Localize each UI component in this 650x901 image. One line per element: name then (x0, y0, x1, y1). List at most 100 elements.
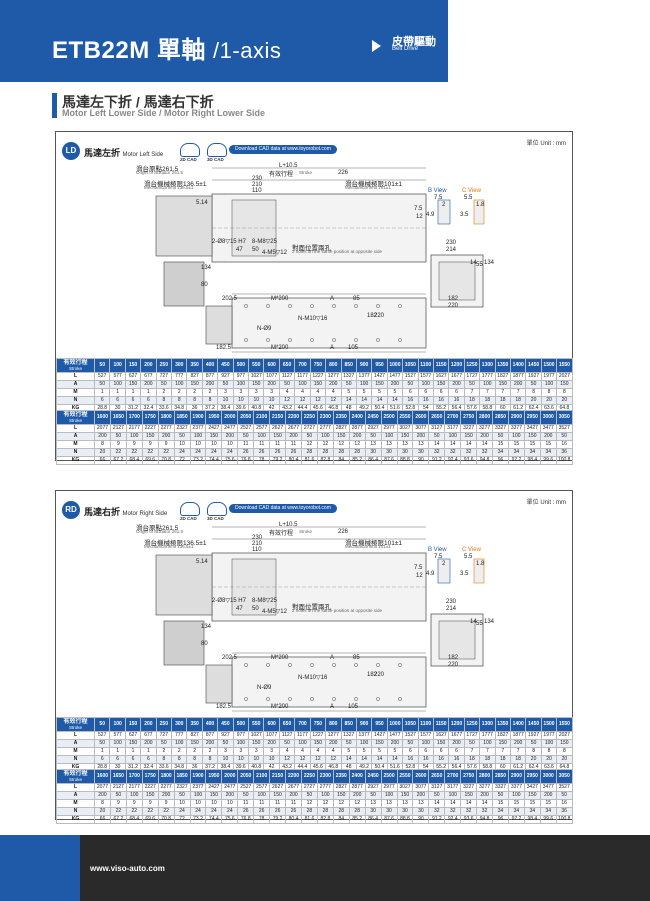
dim-m10: N-M10▽16 (298, 316, 328, 322)
download-cad-button[interactable]: Download CAD data at www.toyorobot.com (229, 504, 337, 513)
cell: 78 (253, 456, 271, 465)
motor (163, 261, 205, 307)
cell: 32 (444, 448, 462, 457)
cell: 1 (140, 747, 157, 756)
cad-3d-icon[interactable] (207, 143, 227, 157)
stroke-value: 1250 (463, 717, 481, 732)
stroke-value: 100 (109, 717, 126, 732)
stroke-value: 500 (232, 358, 250, 373)
download-cad-button[interactable]: Download CAD data at www.toyorobot.com (229, 145, 337, 154)
stroke-value: 2350 (332, 769, 350, 784)
cell: 200 (221, 791, 239, 800)
cell: 93.6 (460, 456, 478, 465)
stroke-value: 550 (248, 717, 265, 732)
cell: 200 (348, 791, 366, 800)
panel-title: 馬達左折 Motor Left Side (84, 146, 163, 159)
cell: 150 (269, 791, 287, 800)
stroke-value: 450 (217, 358, 234, 373)
cell: 14 (386, 755, 404, 764)
cell: 8 (540, 388, 558, 397)
cell: 927 (217, 731, 234, 740)
cell: 84 (332, 815, 350, 824)
cell: 16 (417, 755, 434, 764)
stroke-value: 800 (325, 717, 342, 732)
stroke-value: 2750 (460, 769, 478, 784)
cell: 79.2 (269, 815, 287, 824)
cell: 99.6 (539, 456, 557, 465)
cell: 200 (325, 739, 342, 748)
dim-b-49: 4.9 (426, 571, 435, 577)
stroke-label-en: Stroke (68, 365, 82, 371)
cell: 100 (125, 432, 143, 441)
dim-m200-top: M*200 (271, 296, 289, 302)
cell: 28 (300, 807, 318, 816)
stroke-value: 2600 (412, 769, 430, 784)
axis-label: 單軸 (156, 37, 206, 64)
cell: 100 (540, 739, 558, 748)
stroke-value: 200 (140, 717, 157, 732)
cad-2d-icon[interactable] (180, 143, 200, 157)
stroke-value: 1300 (479, 717, 496, 732)
cell: 13 (364, 440, 382, 449)
cell: 2277 (157, 424, 175, 433)
stroke-value: 2200 (285, 769, 302, 784)
cell: 1277 (325, 372, 342, 381)
cell: 2427 (205, 424, 223, 433)
cell: 90 (412, 456, 430, 465)
cell: 100 (171, 380, 188, 389)
cell: 1727 (463, 372, 481, 381)
c-view-profile (473, 199, 485, 225)
dim-a-bot: A (330, 345, 335, 351)
cell: 22 (125, 448, 143, 457)
dim-side-12: 12 (416, 214, 423, 220)
motor-block (155, 554, 213, 616)
cell: 9 (141, 440, 159, 449)
cell: 36 (555, 448, 573, 457)
cell: 4 (325, 388, 342, 397)
cell: 80.4 (285, 815, 302, 824)
stroke-value: 750 (309, 358, 327, 373)
cell: 1627 (432, 372, 450, 381)
stroke-value: 2400 (348, 410, 366, 425)
cell: 677 (140, 372, 157, 381)
dim-side-12: 12 (416, 573, 423, 579)
stroke-value: 1700 (125, 410, 143, 425)
cell: 200 (448, 739, 465, 748)
cell: 14 (355, 755, 373, 764)
row-label: KG (56, 456, 95, 465)
cell: 7 (494, 747, 511, 756)
cell: 150 (309, 380, 327, 389)
cell: 28 (332, 448, 350, 457)
dim-end-220: 220 (448, 662, 459, 668)
cell: 69.6 (141, 456, 159, 465)
cad-2d-icon[interactable] (180, 502, 200, 516)
cad-2d-label: 2D CAD (180, 516, 197, 521)
cell: 18 (463, 396, 481, 405)
cell: 36 (555, 807, 573, 816)
cell: 7 (479, 747, 496, 756)
cell: 3327 (492, 783, 509, 792)
cell: 10 (248, 755, 265, 764)
dim-dim-105: 105 (348, 345, 359, 351)
stroke-value: 2550 (396, 769, 414, 784)
cell: 13 (396, 440, 414, 449)
dim-dim-85: 85 (353, 655, 360, 661)
dim-slide-origin: 滑台原點261.5 (136, 525, 179, 532)
cell: 8 (155, 396, 173, 405)
cell: 11 (253, 440, 271, 449)
cell: 877 (201, 731, 219, 740)
dimension-drawing (155, 526, 485, 712)
cell: 1227 (309, 372, 327, 381)
panel-badge: LD (62, 142, 80, 160)
dim-dim-514: 5.14 (196, 200, 208, 206)
dim-stroke-total: L+10.5 (279, 522, 298, 528)
cell: 85.2 (348, 815, 366, 824)
cell: 100 (507, 791, 525, 800)
cad-3d-icon[interactable] (207, 502, 227, 516)
footer-url[interactable]: www.viso-auto.com (90, 864, 165, 873)
cell: 16 (448, 755, 465, 764)
stroke-value: 1000 (386, 717, 404, 732)
stroke-value: 300 (171, 717, 188, 732)
